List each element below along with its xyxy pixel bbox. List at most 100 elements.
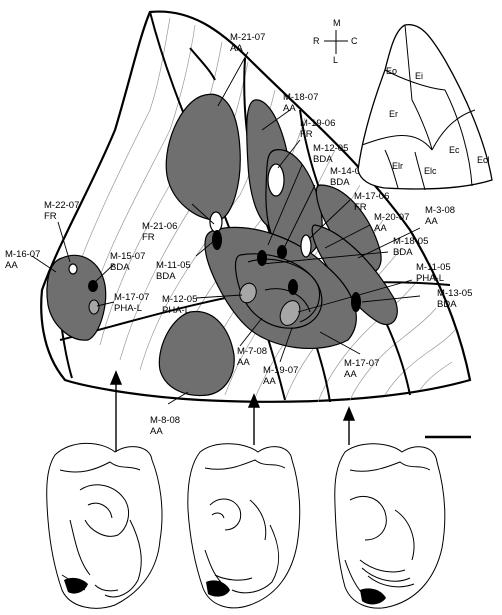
compass-caudal: C [351,36,358,46]
inset-dividers [361,24,476,191]
compass-lateral: L [333,55,338,65]
label-m18-07: M-18-07 AA [283,92,318,114]
label-m22-07-tracer: FR [44,211,57,222]
label-m19-07: M-19-07 AA [263,365,298,387]
section-2-entorhinal [206,580,230,597]
label-m18-05-tracer: BDA [393,247,413,258]
label-m17-07-aa: M-17-07 AA [344,358,379,380]
spot-m12-05-pha [239,282,257,304]
coronal-section-3 [334,443,446,609]
label-m17-06-tracer: FR [354,202,367,213]
light-spots [88,282,301,326]
spot-m13-05 [351,292,361,312]
label-m17-07-aa-case: M-17-07 [344,358,379,369]
label-m21-07-tracer: AA [230,43,243,54]
zone-m17-06 [311,224,398,326]
spot-m11-05-bda-dot [212,230,222,250]
label-m8-08-tracer: AA [150,426,163,437]
label-m11-05-pha-case: M-11-05 [416,262,451,273]
label-m12-05-pha-case: M-12-05 [162,294,197,305]
label-m21-07: M-21-07 AA [230,32,265,54]
label-m19-07-case: M-19-07 [263,365,298,376]
label-m19-06-tracer: FR [300,129,313,140]
label-m16-07-case: M-16-07 [5,249,40,260]
label-m19-06: M-19-06 FR [300,118,335,140]
compass-medial: M [333,18,341,28]
inset-label-ec: Ec [449,145,460,155]
label-m12-05-pha: M-12-05 PHA-L [162,294,197,316]
section-3-entorhinal [360,588,386,605]
label-m11-05-bda-case: M-11-05 [156,260,191,271]
label-m19-06-case: M-19-06 [300,118,335,129]
coronal-section-2 [187,443,301,609]
orientation-compass: M R C L [313,18,358,65]
injection-labels: M-21-07 AA M-18-07 AA M-19-06 FR M-12-05… [5,32,472,437]
label-m17-07-pha-tracer: PHA-L [114,303,142,314]
inset-label-ei: Ei [415,71,423,81]
label-m3-08-tracer: AA [425,216,438,227]
inset-label-ecl: Ecl [477,155,490,165]
compass-rostral: R [313,36,320,46]
label-m21-06-tracer: FR [142,232,155,243]
label-m12-05-tracer: BDA [313,154,333,165]
label-m20-07-tracer: AA [374,223,387,234]
label-m3-08: M-3-08 AA [425,205,455,227]
label-m12-05-case: M-12-05 [313,143,348,154]
label-m12-05: M-12-05 BDA [313,143,348,165]
inset-label-elr: Elr [392,161,403,171]
label-m17-07-pha-case: M-17-07 [114,292,149,303]
label-m18-07-case: M-18-07 [283,92,318,103]
zone-m8-08 [158,310,235,397]
label-m15-07-case: M-15-07 [110,251,145,262]
label-m11-05-bda-tracer: BDA [156,271,176,282]
label-m17-06: M-17-06 FR [354,191,389,213]
label-m21-07-case: M-21-07 [230,32,265,43]
label-m16-07-tracer: AA [5,260,18,271]
label-m21-06: M-21-06 FR [142,221,177,243]
label-m11-05-bda: M-11-05 BDA [156,260,191,282]
label-m3-08-case: M-3-08 [425,205,455,216]
label-m18-05: M-18-05 BDA [393,236,428,258]
label-m18-07-tracer: AA [283,103,296,114]
label-m7-08-case: M-7-08 [237,346,267,357]
label-m14-05-case: M-14-05 [330,166,365,177]
label-m15-07-tracer: BDA [110,262,130,273]
white-spots [68,163,312,275]
spot-m17-07-pha [88,299,100,315]
spot-m18-05 [257,250,267,266]
label-m20-07: M-20-07 AA [374,212,409,234]
label-m13-05-case: M-13-05 [437,288,472,299]
label-m15-07: M-15-07 BDA [110,251,145,273]
label-m17-07-aa-tracer: AA [344,369,357,380]
spot-m17-06 [300,234,312,258]
black-spots [88,230,361,312]
label-m22-07: M-22-07 FR [44,200,79,222]
leader-lines [31,51,421,405]
label-m22-07-case: M-22-07 [44,200,79,211]
spot-m19-06 [267,163,285,197]
label-m17-07-pha: M-17-07 PHA-L [114,292,149,314]
label-m11-05-pha-tracer: PHA-L [416,273,444,284]
label-m12-05-pha-tracer: PHA-L [162,305,190,316]
label-m13-05-tracer: BDA [437,299,457,310]
label-m7-08-tracer: AA [237,357,250,368]
label-m19-07-tracer: AA [263,376,276,387]
inset-label-elc: Elc [424,166,437,176]
spot-m14-05 [277,245,287,259]
label-m14-05: M-14-05 BDA [330,166,365,188]
coronal-section-1 [46,442,163,609]
label-m8-08: M-8-08 AA [150,415,180,437]
spot-m15-07 [88,280,98,292]
spot-m11-05-pha [279,300,301,326]
label-m8-08-case: M-8-08 [150,415,180,426]
label-m21-06-case: M-21-06 [142,221,177,232]
label-m11-05-pha: M-11-05 PHA-L [416,262,451,284]
label-m14-05-tracer: BDA [330,177,350,188]
label-m18-05-case: M-18-05 [393,236,428,247]
section-1-entorhinal [64,577,88,594]
label-m16-07: M-16-07 AA [5,249,40,271]
label-m13-05: M-13-05 BDA [437,288,472,310]
inset-outline [357,23,493,190]
inset-label-eo: Eo [386,66,397,76]
zone-m16-07 [46,254,107,341]
